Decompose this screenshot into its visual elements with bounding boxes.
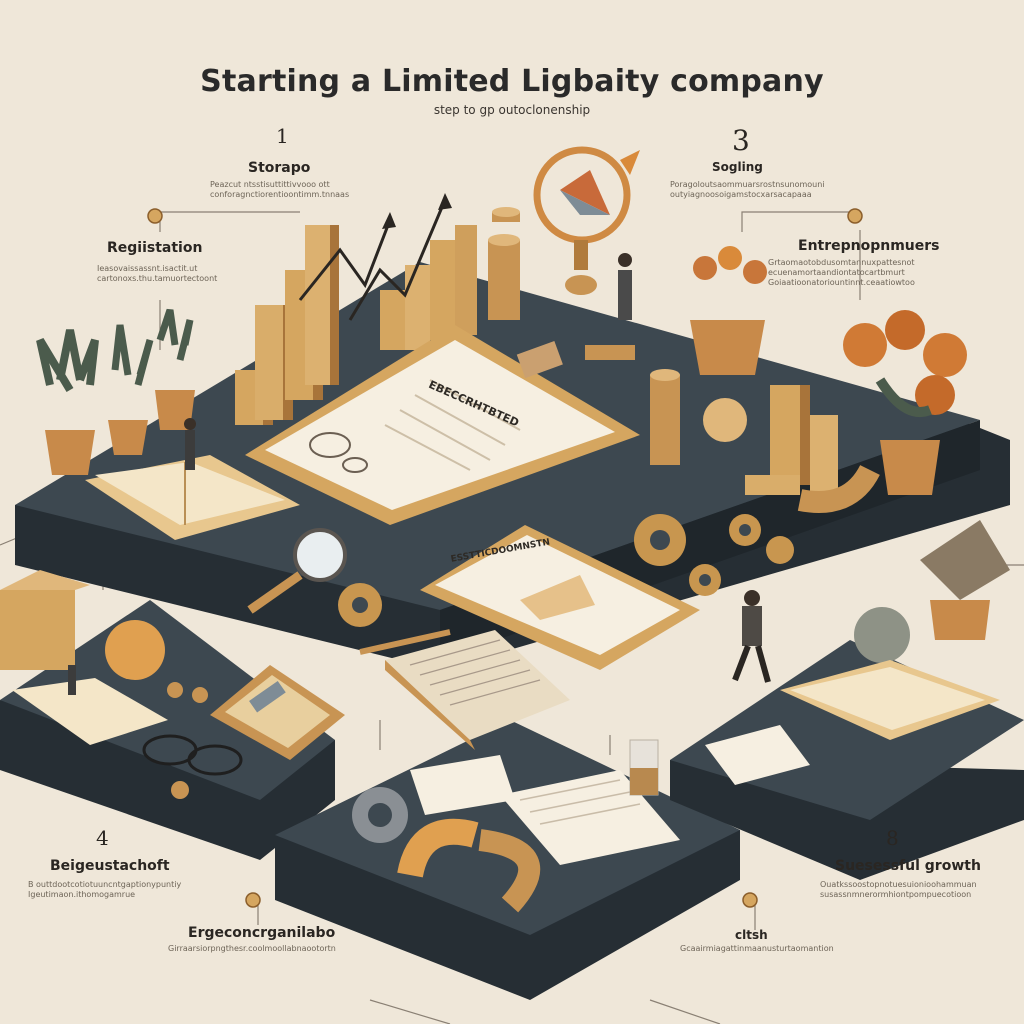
step-label-entrepreneurs: Entrepnopnmuers bbox=[798, 238, 940, 254]
desc-line: Grtaomaotobdusomtannuxpattesnot bbox=[768, 258, 915, 267]
step-number-4: 4 bbox=[96, 826, 109, 850]
step-desc-entrepreneurs: Grtaomaotobdusomtannuxpattesnot ecuenamo… bbox=[768, 258, 915, 288]
step-label-registration: Regiistation bbox=[107, 240, 203, 256]
desc-line: outyiagnoosoigamstocxarsacapaaa bbox=[670, 190, 812, 199]
desc-line: Ieasovaissassnt.isactit.ut bbox=[97, 264, 198, 273]
coin-stacks bbox=[488, 207, 680, 465]
step-desc-storapo: Peazcut ntsstisuttittivvooo ott conforag… bbox=[210, 180, 349, 200]
walking-businessman bbox=[732, 590, 771, 683]
desc-line: Igeutimaon.ithomogamrue bbox=[28, 890, 136, 899]
desc-line: Gcaairmiagattinmaanusturtaomantion bbox=[680, 944, 834, 953]
desc-line: Ouatkssoostopnotuesuionioohammuan bbox=[820, 880, 977, 889]
page-title: Starting a Limited Ligbaity company bbox=[200, 64, 824, 99]
businessman-figure bbox=[585, 253, 635, 360]
desc-line: B outtdootcotiotuuncntgaptionypuntiy bbox=[28, 880, 182, 889]
magnifier-glass bbox=[247, 528, 347, 614]
magnifier-trophy bbox=[533, 146, 640, 295]
bottom-center-items bbox=[352, 739, 680, 913]
open-book-left bbox=[85, 418, 300, 540]
step-label-successful-growth: Suesessful growth bbox=[835, 858, 981, 874]
step-desc-beigeustachoft: B outtdootcotiotuuncntgaptionypuntiy Ige… bbox=[28, 880, 181, 900]
step-marker-4 bbox=[245, 892, 261, 908]
desc-line: Peazcut ntsstisuttittivvooo ott bbox=[210, 180, 330, 189]
step-marker-3 bbox=[847, 208, 863, 224]
step-desc-ergeconcrganilabo: Girraarsiorpngthesr.coolmoollabnaootortn bbox=[168, 944, 336, 954]
desc-line: cartonoxs.thu.tamuortectoont bbox=[97, 274, 218, 283]
desc-line: Goiaatioonatoriountinnt.ceaatiowtoo bbox=[768, 278, 915, 287]
flower-pots-right bbox=[690, 246, 967, 495]
step-desc-cltsh: Gcaairmiagattinmaanusturtaomantion bbox=[680, 944, 834, 954]
notebook bbox=[385, 630, 570, 750]
step-number-8: 8 bbox=[886, 826, 899, 850]
step-label-storapo: Storapo bbox=[248, 160, 311, 176]
desc-line: Girraarsiorpngthesr.coolmoollabnaootortn bbox=[168, 944, 336, 953]
step-label-sogling: Sogling bbox=[712, 160, 763, 174]
bottom-center-platform bbox=[275, 720, 740, 1000]
desc-line: susassnmnerormhiontpompuecotioon bbox=[820, 890, 972, 899]
step-number-3: 3 bbox=[732, 124, 750, 157]
step-desc-registration: Ieasovaissassnt.isactit.ut cartonoxs.thu… bbox=[97, 264, 217, 284]
main-document bbox=[245, 325, 640, 525]
plants-left bbox=[36, 308, 195, 475]
step-marker-1 bbox=[147, 208, 163, 224]
step-number-1: 1 bbox=[276, 124, 289, 148]
step-markers bbox=[147, 208, 863, 908]
desc-line: ecuenamortaandiontatocartbmurt bbox=[768, 268, 905, 277]
step-label-ergeconcrganilabo: Ergeconcrganilabo bbox=[188, 925, 336, 941]
second-document bbox=[420, 525, 700, 670]
desc-line: Poragoloutsaommuarsrostnsunomouni bbox=[670, 180, 825, 189]
step-label-beigeustachoft: Beigeustachoft bbox=[50, 858, 170, 874]
bottom-right-items bbox=[705, 520, 1010, 785]
step-label-cltsh: cltsh bbox=[735, 928, 768, 942]
wood-blocks-right bbox=[745, 385, 880, 513]
step-desc-successful-growth: Ouatkssoostopnotuesuionioohammuan susass… bbox=[820, 880, 977, 900]
step-desc-sogling: Poragoloutsaommuarsrostnsunomouni outyia… bbox=[670, 180, 825, 200]
step-marker-8 bbox=[742, 892, 758, 908]
desc-line: conforagnctiorentioontimm.tnnaas bbox=[210, 190, 350, 199]
page-subtitle: step to gp outoclonenship bbox=[433, 103, 591, 117]
wood-bar-chart bbox=[235, 193, 477, 425]
gears bbox=[338, 514, 794, 627]
pencil bbox=[359, 629, 451, 655]
lightbulb bbox=[703, 398, 747, 442]
bottom-left-items bbox=[0, 570, 345, 799]
